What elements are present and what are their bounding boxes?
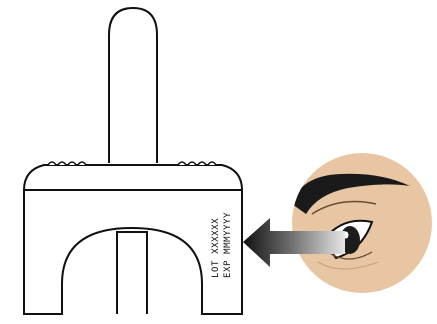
device-shoulder [23, 164, 243, 191]
eyebrow [292, 173, 410, 214]
eye-icon [292, 153, 432, 293]
device-body [23, 189, 243, 315]
device-plunger [116, 231, 148, 314]
exp-label: EXP MMMYYYY [223, 212, 233, 278]
grip-ridges-left [47, 161, 87, 166]
grip-ridges-right [177, 161, 217, 166]
device-nozzle [108, 6, 158, 163]
device-icon: LOT XXXXXX EXP MMMYYYY [23, 6, 243, 315]
left-arrow-icon [243, 218, 345, 267]
lot-label: LOT XXXXXX [211, 218, 221, 278]
